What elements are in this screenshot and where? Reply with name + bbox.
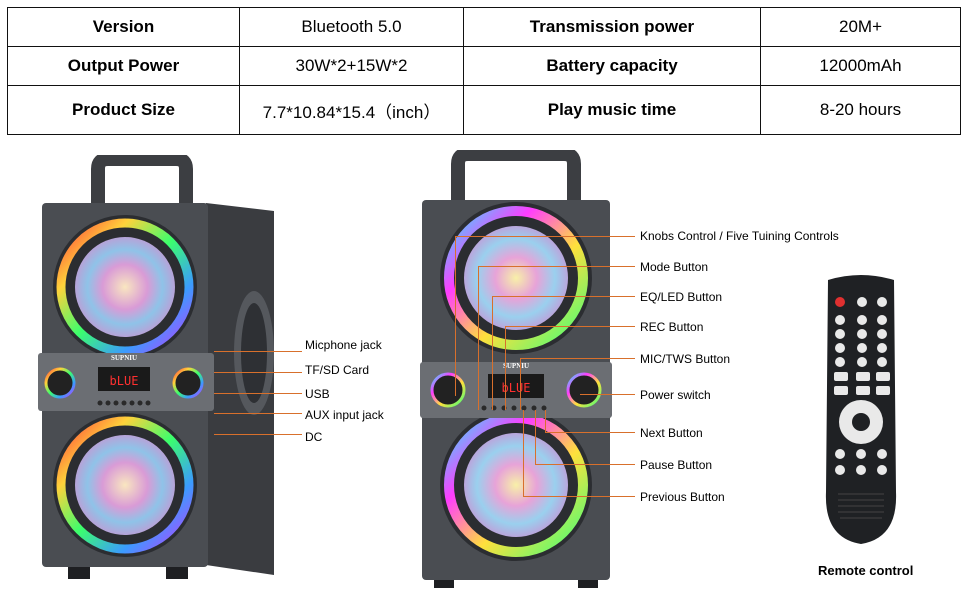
callout-label: Micphone jack — [305, 338, 382, 352]
callout-label: TF/SD Card — [305, 363, 370, 377]
leader-line — [214, 413, 302, 414]
callout-label: DC — [305, 430, 323, 444]
table-row: Product Size 7.7*10.84*15.4（inch） Play m… — [7, 85, 961, 135]
leader-line — [214, 434, 302, 435]
leader-line — [545, 410, 546, 432]
spec-table: Version Bluetooth 5.0 Transmission power… — [7, 6, 961, 135]
leader-line — [535, 410, 536, 464]
leader-line — [580, 394, 635, 395]
spec-key: Battery capacity — [463, 46, 761, 87]
leader-line — [455, 236, 456, 396]
leader-line — [214, 393, 302, 394]
leader-line — [523, 496, 635, 497]
leader-line — [214, 351, 302, 352]
callout-label: Knobs Control / Five Tuining Controls — [640, 229, 839, 243]
speaker-front-photo: SUPNIU bLUE — [420, 150, 612, 588]
spec-value: 7.7*10.84*15.4（inch） — [239, 85, 464, 135]
leader-line — [214, 372, 302, 373]
callout-label: Mode Button — [640, 260, 709, 274]
spec-value: 20M+ — [760, 6, 961, 48]
callout-label: AUX input jack — [305, 408, 384, 422]
leader-line — [505, 326, 635, 327]
leader-line — [523, 410, 524, 496]
spec-key: Version — [7, 6, 240, 48]
spec-value: 12000mAh — [760, 46, 961, 87]
remote-control-photo — [825, 275, 897, 544]
callout-label: Power switch — [640, 388, 711, 402]
callout-label: REC Button — [640, 320, 704, 334]
callout-label: USB — [305, 387, 330, 401]
callout-label: MIC/TWS Button — [640, 352, 731, 366]
table-row: Version Bluetooth 5.0 Transmission power… — [7, 6, 961, 48]
spec-value: 8-20 hours — [760, 85, 961, 135]
spec-value: Bluetooth 5.0 — [239, 6, 464, 48]
callout-label: Next Button — [640, 426, 703, 440]
leader-line — [505, 326, 506, 410]
leader-line — [545, 432, 635, 433]
table-row: Output Power 30W*2+15W*2 Battery capacit… — [7, 46, 961, 87]
spec-key: Transmission power — [463, 6, 761, 48]
remote-caption: Remote control — [818, 563, 914, 578]
spec-value: 30W*2+15W*2 — [239, 46, 464, 87]
brand-logo: SUPNIU — [503, 362, 529, 370]
leader-line — [535, 464, 635, 465]
spec-key: Play music time — [463, 85, 761, 135]
leader-line — [478, 266, 635, 267]
leader-line — [455, 236, 635, 237]
leader-line — [520, 358, 521, 410]
callout-label: EQ/LED Button — [640, 290, 723, 304]
callout-label: Pause Button — [640, 458, 713, 472]
led-display: bLUE — [110, 374, 139, 388]
leader-line — [478, 266, 479, 410]
spec-key: Output Power — [7, 46, 240, 87]
led-display: bLUE — [502, 381, 531, 395]
callout-label: Previous Button — [640, 490, 725, 504]
speaker-side-photo: SUPNIU bLUE — [38, 155, 274, 579]
leader-line — [520, 358, 635, 359]
spec-key: Product Size — [7, 85, 240, 135]
leader-line — [492, 296, 635, 297]
leader-line — [492, 296, 493, 410]
brand-logo: SUPNIU — [111, 354, 137, 362]
